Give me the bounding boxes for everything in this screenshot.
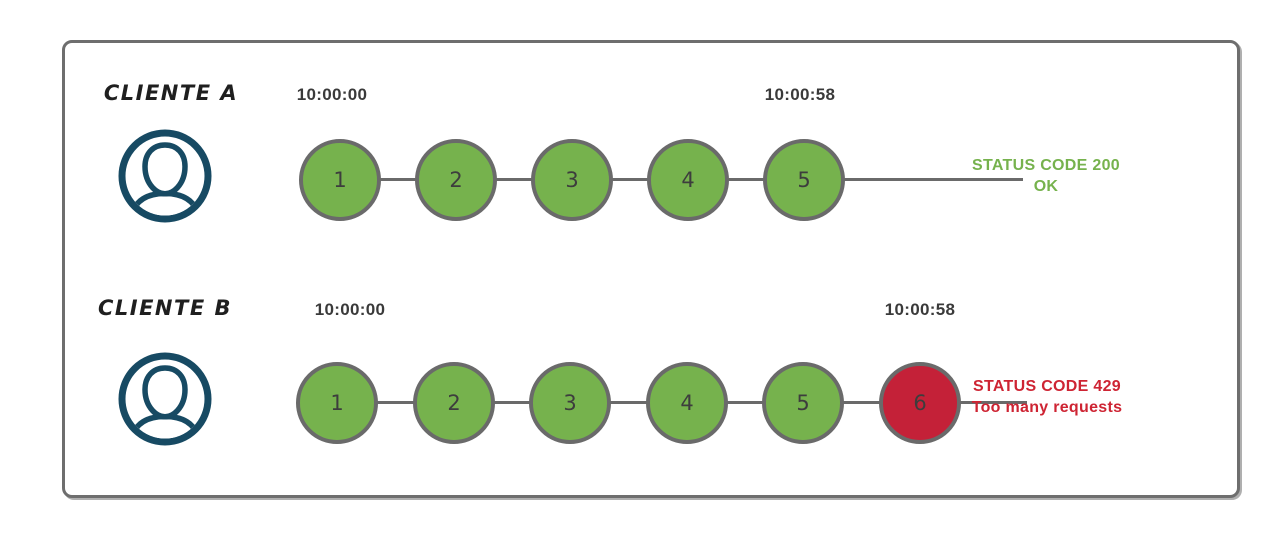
client-b-user-icon [118, 352, 212, 446]
row-a-end-timestamp: 10:00:58 [764, 85, 836, 104]
diagram-frame [62, 40, 1240, 498]
person-head [142, 142, 188, 197]
request-number: 1 [333, 168, 347, 192]
status-message-line: OK [1033, 178, 1059, 195]
client-a-label: CLIENTE A [103, 81, 239, 105]
request-number: 1 [330, 391, 344, 415]
status-code-line: STATUS CODE 429 [973, 378, 1121, 395]
request-number: 2 [447, 391, 461, 415]
client-b-label: CLIENTE B [97, 296, 232, 320]
row-a-status: STATUS CODE 200 OK [961, 155, 1131, 197]
status-message-line: Too many requests [971, 399, 1123, 416]
request-circle-a5: 5 [763, 139, 845, 221]
request-circle-b1: 1 [296, 362, 378, 444]
request-circle-a3: 3 [531, 139, 613, 221]
user-avatar-svg [118, 352, 212, 446]
row-a-start-timestamp: 10:00:00 [296, 85, 368, 104]
request-circle-a1: 1 [299, 139, 381, 221]
request-circle-b2: 2 [413, 362, 495, 444]
request-number: 2 [449, 168, 463, 192]
request-circle-a4: 4 [647, 139, 729, 221]
row-b-end-timestamp: 10:00:58 [884, 300, 956, 319]
row-b-status: STATUS CODE 429 Too many requests [958, 376, 1136, 418]
request-circle-a2: 2 [415, 139, 497, 221]
request-number: 6 [913, 391, 927, 415]
request-number: 5 [796, 391, 810, 415]
user-avatar-svg [118, 129, 212, 223]
status-code-line: STATUS CODE 200 [972, 157, 1120, 174]
request-number: 3 [565, 168, 579, 192]
request-number: 4 [681, 168, 695, 192]
request-number: 3 [563, 391, 577, 415]
request-circle-b6-rate-limited: 6 [879, 362, 961, 444]
row-b-start-timestamp: 10:00:00 [314, 300, 386, 319]
request-circle-b3: 3 [529, 362, 611, 444]
request-circle-b4: 4 [646, 362, 728, 444]
person-head [142, 365, 188, 420]
client-a-user-icon [118, 129, 212, 223]
request-number: 5 [797, 168, 811, 192]
request-number: 4 [680, 391, 694, 415]
request-circle-b5: 5 [762, 362, 844, 444]
